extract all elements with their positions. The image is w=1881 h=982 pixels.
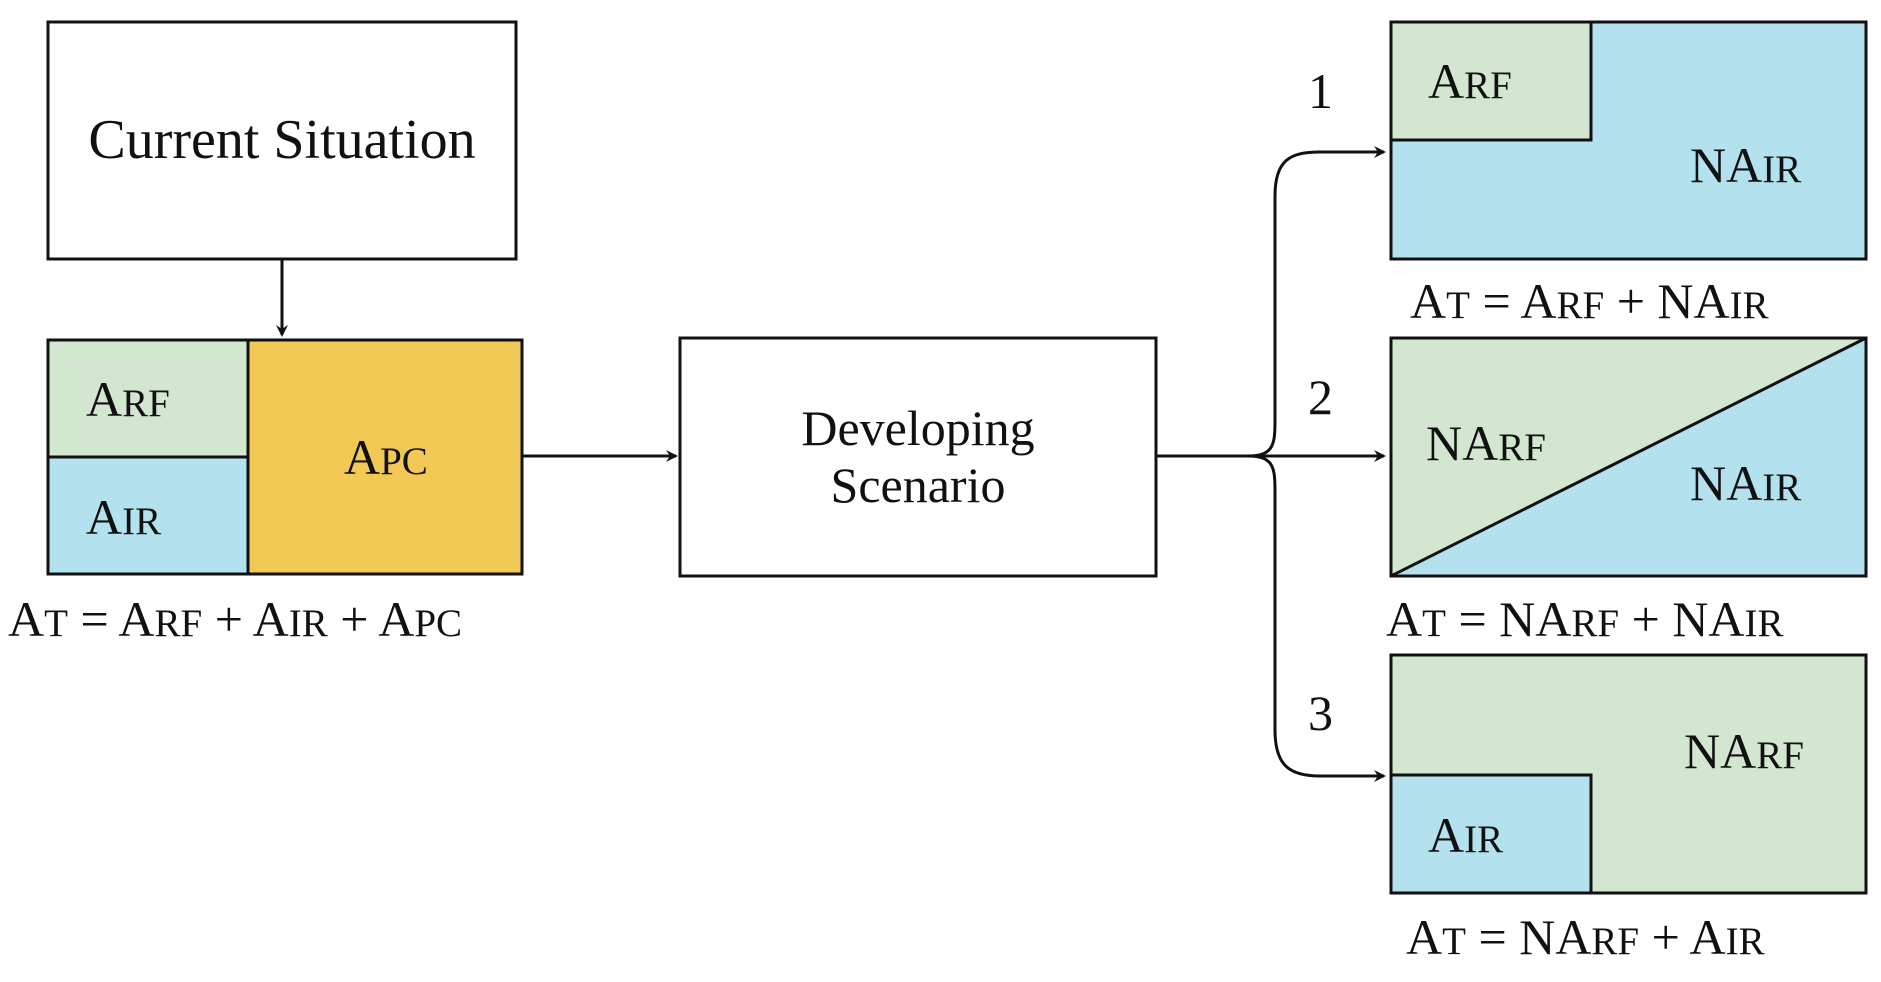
current-ir-area xyxy=(46,455,250,576)
scenario2-area-a-label: NARF xyxy=(1426,418,1546,468)
s3-eq-equals: = xyxy=(1465,909,1520,965)
eq-c-sub: PC xyxy=(414,602,463,645)
scenario3-number: 3 xyxy=(1308,685,1333,741)
s1-eq-plus: + xyxy=(1604,273,1658,329)
s1-eq-a-main: A xyxy=(1520,273,1557,329)
eq-b-main: A xyxy=(252,591,289,647)
s2-a-main: NA xyxy=(1426,415,1499,471)
eq-plus-1: + xyxy=(202,591,253,647)
s2-b-sub: IR xyxy=(1762,466,1802,509)
current-rf-label: ARF xyxy=(86,374,170,424)
s2-eq-b-main: NA xyxy=(1672,591,1745,647)
current-situation-label: Current Situation xyxy=(88,109,476,172)
developing-line-1: Developing xyxy=(801,399,1035,456)
s1-b-main: NA xyxy=(1690,137,1763,193)
s2-eq-a-main: NA xyxy=(1499,591,1572,647)
current-situation-box xyxy=(46,20,518,261)
branch-curve-3 xyxy=(1247,454,1386,782)
s2-eq-equals: = xyxy=(1445,591,1500,647)
s1-eq-a-sub: RF xyxy=(1556,284,1605,327)
current-pc-sub: PC xyxy=(380,440,428,483)
s3-b-main: A xyxy=(1428,807,1465,863)
s1-eq-b-main: NA xyxy=(1657,273,1730,329)
branch-curve-1 xyxy=(1247,146,1386,458)
scenario2-equation: AT = NARF + NAIR xyxy=(1386,594,1783,644)
s3-eq-b-main: A xyxy=(1689,909,1726,965)
scenario2-area-b-label: NAIR xyxy=(1690,458,1801,508)
s2-eq-b-sub: IR xyxy=(1744,602,1784,645)
s2-eq-t-main: A xyxy=(1386,591,1423,647)
scenario2-diagonal xyxy=(1390,336,1867,578)
current-ir-sub: IR xyxy=(122,500,162,543)
scenario3-equation: AT = NARF + AIR xyxy=(1406,912,1765,962)
current-pc-main: A xyxy=(344,429,381,485)
s2-eq-a-sub: RF xyxy=(1571,602,1620,645)
s3-eq-a-sub: RF xyxy=(1591,920,1640,963)
s2-b-main: NA xyxy=(1690,455,1763,511)
scenario1-equation: AT = ARF + NAIR xyxy=(1410,276,1769,326)
scenario1-area-a-label: ARF xyxy=(1428,56,1512,106)
s1-eq-b-sub: IR xyxy=(1729,284,1769,327)
s3-a-sub: RF xyxy=(1756,734,1804,777)
scenario1-number: 1 xyxy=(1308,63,1333,119)
s2-eq-t-sub: T xyxy=(1422,602,1446,645)
s1-eq-t-sub: T xyxy=(1446,284,1470,327)
s2-a-sub: RF xyxy=(1498,426,1546,469)
current-ir-label: AIR xyxy=(86,492,161,542)
current-rf-area xyxy=(46,338,250,459)
s3-eq-t-sub: T xyxy=(1442,920,1466,963)
scenario3-area-a-label: NARF xyxy=(1684,726,1804,776)
developing-line-2: Scenario xyxy=(830,457,1006,513)
eq-a-sub: RF xyxy=(154,602,203,645)
s3-eq-b-sub: IR xyxy=(1725,920,1765,963)
scenario1-arf-area xyxy=(1389,20,1593,142)
eq-equals: = xyxy=(67,591,119,647)
scenario3-air-area xyxy=(1389,773,1593,895)
current-equation: AT = ARF + AIR + APC xyxy=(8,594,462,644)
eq-t-main: A xyxy=(8,591,45,647)
eq-t-sub: T xyxy=(44,602,68,645)
current-ir-main: A xyxy=(86,489,123,545)
eq-c-main: A xyxy=(378,591,415,647)
scenario3-area-b-label: AIR xyxy=(1428,810,1503,860)
scenario2-number: 2 xyxy=(1308,369,1333,425)
s1-eq-t-main: A xyxy=(1410,273,1447,329)
current-rf-main: A xyxy=(86,371,123,427)
current-pc-label: APC xyxy=(344,432,428,482)
s3-eq-plus: + xyxy=(1639,909,1690,965)
s1-b-sub: IR xyxy=(1762,148,1802,191)
developing-scenario-label: Developing Scenario xyxy=(680,338,1156,576)
s3-a-main: NA xyxy=(1684,723,1757,779)
s1-eq-equals: = xyxy=(1469,273,1521,329)
s3-b-sub: IR xyxy=(1464,818,1504,861)
s2-eq-plus: + xyxy=(1619,591,1673,647)
s3-eq-a-main: NA xyxy=(1519,909,1592,965)
eq-plus-2: + xyxy=(327,591,379,647)
eq-b-sub: IR xyxy=(288,602,328,645)
s1-a-main: A xyxy=(1428,53,1465,109)
scenario1-area-b-label: NAIR xyxy=(1690,140,1801,190)
s1-a-sub: RF xyxy=(1464,64,1512,107)
scenario2-box xyxy=(1389,336,1868,578)
current-rf-sub: RF xyxy=(122,382,170,425)
eq-a-main: A xyxy=(118,591,155,647)
s3-eq-t-main: A xyxy=(1406,909,1443,965)
